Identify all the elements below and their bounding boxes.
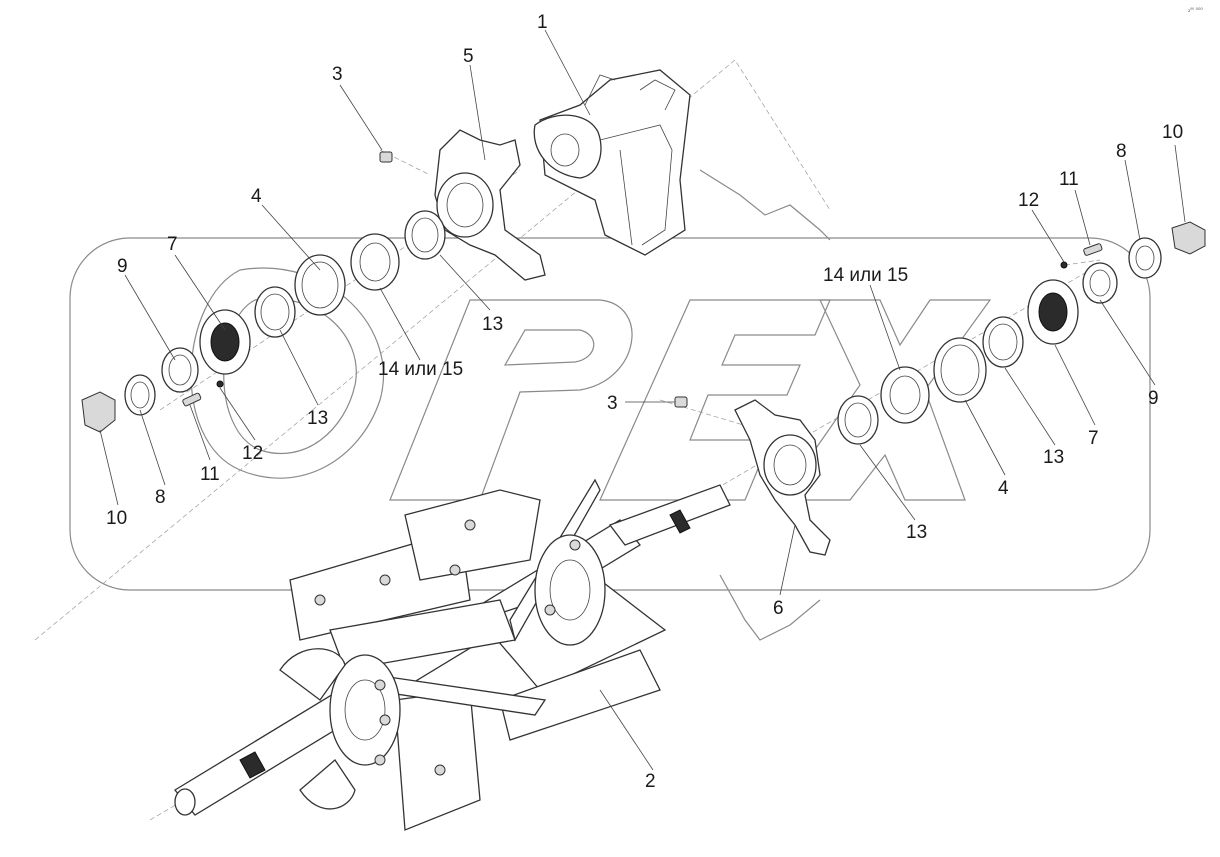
callout-8-left: 8 xyxy=(155,487,166,508)
callout-14-left: 14 или 15 xyxy=(378,359,463,380)
callout-9-right: 9 xyxy=(1148,388,1159,409)
part-10-nut-right xyxy=(1171,221,1206,255)
callout-labels: 1 5 3 4 7 9 13 14 или 15 13 12 11 8 10 1… xyxy=(106,12,1183,792)
callout-14-right: 14 или 15 xyxy=(823,265,908,286)
part-9-bushing-left xyxy=(161,347,199,393)
callout-8-right: 8 xyxy=(1116,141,1127,162)
part-3-top-nut xyxy=(379,151,393,163)
callout-10-left: 10 xyxy=(106,508,127,529)
callout-13-c: 13 xyxy=(1043,447,1064,468)
callout-3-top: 3 xyxy=(332,64,343,85)
callout-7-right: 7 xyxy=(1088,428,1099,449)
part-1-frame-bracket xyxy=(533,69,691,256)
part-5-housing xyxy=(434,129,546,281)
callout-11-right: 11 xyxy=(1059,169,1079,190)
left-rings xyxy=(81,210,446,433)
right-rings xyxy=(674,221,1206,445)
callout-12-right: 12 xyxy=(1018,190,1039,211)
corner-mark: ₂ᴹ ⁰⁰⁰ xyxy=(1188,7,1203,14)
callout-6: 6 xyxy=(773,598,784,619)
part-11-bolt-left xyxy=(182,392,202,407)
part-8-washer-left xyxy=(124,374,156,416)
callout-12-left: 12 xyxy=(242,443,263,464)
part-14-bearing-right xyxy=(880,366,930,424)
callout-2: 2 xyxy=(645,771,656,792)
callout-5: 5 xyxy=(463,46,474,67)
rotor-bolts xyxy=(314,519,581,776)
part-4-gasket-left xyxy=(294,254,346,316)
callout-4-left: 4 xyxy=(251,186,262,207)
part-3-mid-nut xyxy=(674,396,688,408)
part-2-rotor-assembly xyxy=(174,478,731,831)
part-12-washer-left xyxy=(216,380,224,388)
part-9-bushing-right xyxy=(1082,262,1118,304)
part-11-bolt-right xyxy=(1083,243,1103,256)
part-12-washer-right xyxy=(1060,261,1068,269)
part-13-seal-upper-left xyxy=(404,210,446,260)
part-13-seal-lower-right xyxy=(837,395,879,445)
part-4-gasket-right xyxy=(933,337,987,403)
callout-3-mid: 3 xyxy=(607,393,618,414)
part-6-housing xyxy=(734,399,831,556)
leader-lines xyxy=(99,29,1186,771)
callout-13-d: 13 xyxy=(906,522,927,543)
part-14-bearing-left xyxy=(350,233,400,291)
callout-13-b: 13 xyxy=(307,408,328,429)
callout-11-left: 11 xyxy=(200,464,220,485)
callout-10-right: 10 xyxy=(1162,122,1183,143)
callout-7-left: 7 xyxy=(167,234,178,255)
part-8-washer-right xyxy=(1128,237,1162,279)
part-10-nut-left xyxy=(81,391,116,433)
callout-1: 1 xyxy=(537,12,548,33)
callout-13-a: 13 xyxy=(482,314,503,335)
callout-4-right: 4 xyxy=(998,478,1009,499)
callout-9-left: 9 xyxy=(117,256,128,277)
